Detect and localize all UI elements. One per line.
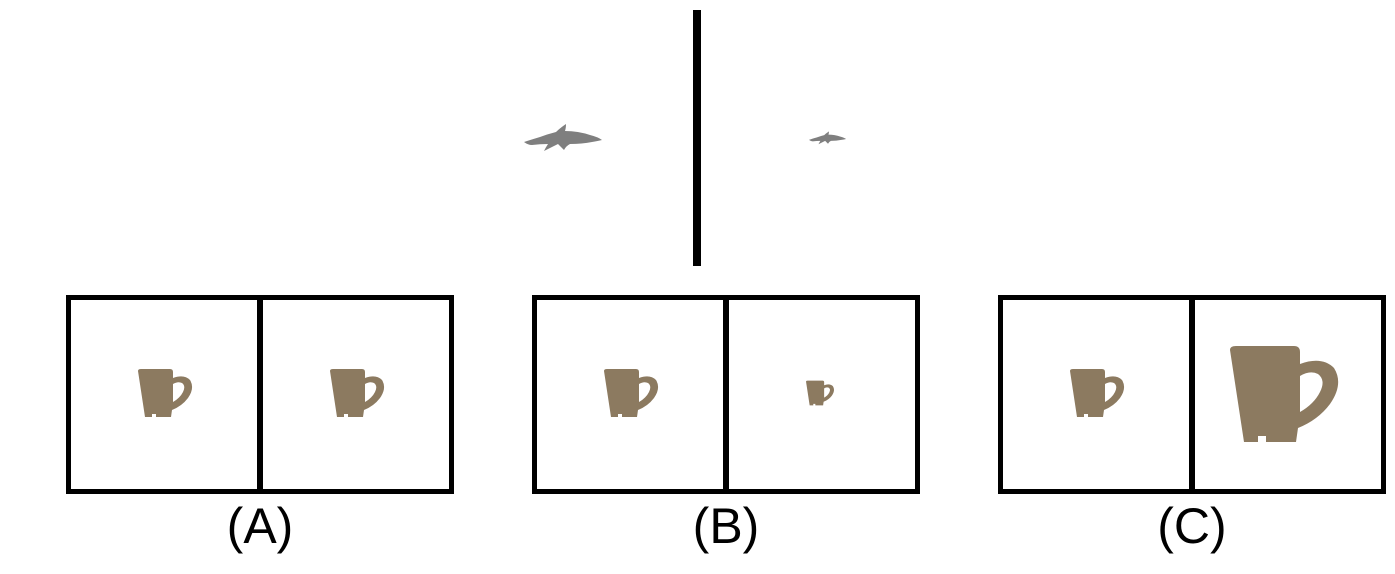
option-a-divider [257,295,263,494]
mug-icon [805,380,835,407]
option-c-left-panel [1003,300,1189,489]
mug-icon [1068,368,1126,420]
option-a-right-panel [263,300,449,489]
option-c-label: (C) [1157,498,1227,554]
option-b-left-panel [537,300,723,489]
mug-icon [328,368,386,420]
option-b-right-panel [729,300,915,489]
option-a-label: (A) [226,498,294,554]
mug-icon [1223,344,1345,448]
mug-icon [136,368,194,420]
option-b-divider [723,295,729,494]
reference-divider [693,10,701,266]
option-b-label: (B) [692,498,760,554]
option-c-right-panel [1195,300,1381,489]
option-c[interactable] [998,295,1386,494]
option-a[interactable] [66,295,454,494]
option-b[interactable] [532,295,920,494]
option-c-divider [1189,295,1195,494]
option-a-left-panel [71,300,257,489]
reference-right-dolphin-icon [808,129,848,147]
reference-left-dolphin-icon [522,120,606,156]
mug-icon [602,368,660,420]
